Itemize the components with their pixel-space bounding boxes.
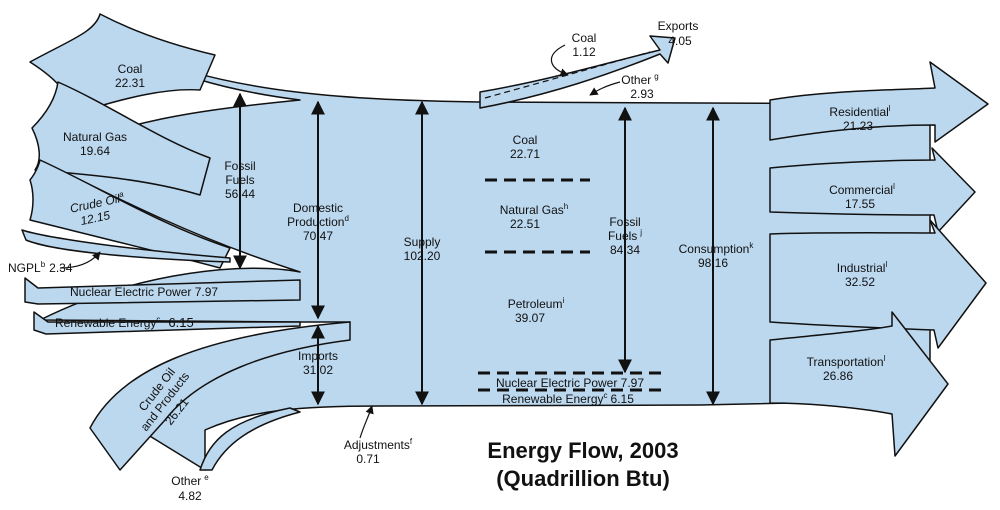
supply-value: 102.20 <box>404 249 441 263</box>
other-export-callout-arrow <box>589 81 621 96</box>
fossil-fuels-value: 56.44 <box>225 187 255 201</box>
diagram-title: Energy Flow, 2003 <box>487 438 678 463</box>
coal-input-label: Coal <box>118 62 143 76</box>
fossil-fuels-consumed-label-1: Fossil <box>609 215 640 229</box>
domestic-production-label-2: Productiond <box>287 214 349 229</box>
domestic-production-label-1: Domestic <box>293 201 343 215</box>
domestic-production-value: 70.47 <box>303 229 333 243</box>
adjustments-callout-arrow <box>359 405 374 439</box>
coal-export-callout-arrow <box>550 44 569 77</box>
coal-breakdown-value: 22.71 <box>510 147 540 161</box>
imports-label: Imports <box>298 349 338 363</box>
residential-label: Residentiall <box>829 104 890 119</box>
crude-oil-input-value: 12.15 <box>79 208 112 228</box>
consumption-value: 98.16 <box>698 256 728 270</box>
natural-gas-breakdown-label: Natural Gash <box>500 202 568 217</box>
fossil-fuels-consumed-value: 84.34 <box>610 243 640 257</box>
exports-arrow <box>479 35 676 109</box>
natural-gas-input-value: 19.64 <box>80 144 110 158</box>
supply-label: Supply <box>404 235 441 249</box>
renewable-input-arrow <box>33 311 301 335</box>
other-imports-arrow <box>199 407 301 471</box>
natural-gas-input-label: Natural Gas <box>63 130 127 144</box>
other-imports-value: 4.82 <box>178 489 202 503</box>
petroleum-breakdown-label: Petroleumi <box>508 296 565 311</box>
commercial-output-arrow <box>769 147 976 233</box>
nuclear-breakdown-label: Nuclear Electric Power 7.97 <box>496 376 644 390</box>
industrial-value: 32.52 <box>845 275 875 289</box>
natural-gas-input-arrow <box>31 81 211 196</box>
coal-breakdown-label: Coal <box>513 133 538 147</box>
diagram-subtitle: (Quadrillion Btu) <box>496 466 670 491</box>
commercial-value: 17.55 <box>845 197 875 211</box>
commercial-label: Commerciall <box>829 182 895 197</box>
crude-oil-input-arrow <box>29 159 231 269</box>
fossil-fuels-label-2: Fuels <box>225 173 254 187</box>
nuclear-input-arrow <box>24 277 301 305</box>
residential-output-arrow <box>769 61 989 143</box>
coal-export-value: 1.12 <box>572 45 596 59</box>
transportation-label: Transportationl <box>807 354 886 369</box>
exports-label: Exports <box>658 19 699 33</box>
ngpl-input-arrow <box>21 229 231 263</box>
fossil-fuels-label-1: Fossil <box>224 159 255 173</box>
other-export-value: 2.93 <box>630 87 654 101</box>
adjustments-label: Adjustmentsf <box>344 437 413 452</box>
residential-value: 21.23 <box>843 119 873 133</box>
industrial-output-arrow <box>769 219 987 349</box>
coal-input-value: 22.31 <box>115 76 145 90</box>
coal-export-label: Coal <box>572 31 597 45</box>
nuclear-input-label: Nuclear Electric Power 7.97 <box>70 285 218 299</box>
exports-value: 4.05 <box>668 34 692 48</box>
consumption-label: Consumptionk <box>679 241 755 256</box>
natural-gas-breakdown-value: 22.51 <box>510 217 540 231</box>
imports-value: 31.02 <box>303 363 333 377</box>
adjustments-value: 0.71 <box>356 452 380 466</box>
petroleum-breakdown-value: 39.07 <box>515 311 545 325</box>
transportation-output-arrow <box>769 311 949 457</box>
industrial-label: Industriall <box>837 260 888 275</box>
ngpl-callout-arrow <box>59 251 101 269</box>
transportation-value: 26.86 <box>823 369 853 383</box>
